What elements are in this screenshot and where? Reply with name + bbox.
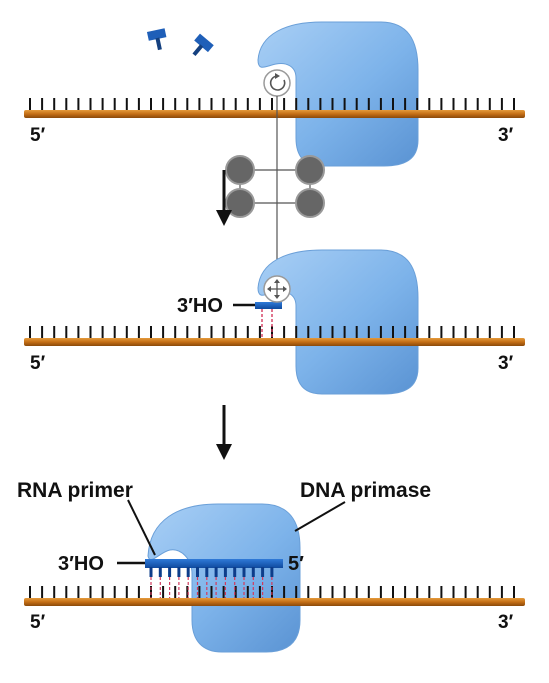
primer-base bbox=[196, 567, 199, 577]
strand-1-five-prime-label: 5′ bbox=[30, 125, 46, 146]
three-prime-ho-label-3: 3′HO bbox=[58, 553, 104, 575]
primer-base bbox=[149, 567, 153, 577]
primer-five-prime-label: 5′ bbox=[288, 553, 304, 575]
resize-handle-top-left[interactable] bbox=[225, 155, 255, 185]
free-nucleotide-1 bbox=[146, 28, 167, 51]
rna-primer-bases bbox=[149, 567, 274, 598]
arrow-2 bbox=[216, 405, 232, 460]
arrow-1 bbox=[216, 170, 232, 226]
three-prime-ho-label-2: 3′HO bbox=[177, 295, 223, 317]
primer-base bbox=[223, 567, 227, 577]
strand-3-three-prime-label: 3′ bbox=[498, 612, 514, 633]
dna-strand-1 bbox=[24, 110, 525, 118]
primer-base bbox=[214, 567, 218, 577]
primer-base bbox=[261, 567, 265, 577]
dna-primase-enzyme bbox=[147, 503, 301, 653]
dna-primase-enzyme bbox=[257, 21, 419, 167]
dna-primase-label: DNA primase bbox=[300, 479, 431, 502]
primer-base bbox=[205, 567, 209, 577]
panel-2: 5′ 3′ 3′HO bbox=[24, 249, 525, 395]
dna-primase-leader bbox=[294, 501, 346, 532]
primer-base bbox=[251, 567, 255, 577]
resize-handle-top-right[interactable] bbox=[295, 155, 325, 185]
primer-base bbox=[186, 567, 190, 577]
rna-primer-label: RNA primer bbox=[17, 479, 133, 502]
primer-base bbox=[158, 567, 162, 577]
bound-nucleotide bbox=[255, 302, 282, 309]
resize-handle-bottom-right[interactable] bbox=[295, 188, 325, 218]
strand-1-ticks bbox=[29, 98, 515, 111]
free-nucleotide-2 bbox=[192, 33, 214, 57]
strand-3-five-prime-label: 5′ bbox=[30, 612, 46, 633]
rotate-handle[interactable] bbox=[263, 69, 291, 97]
strand-3-ticks bbox=[29, 586, 515, 599]
strand-2-five-prime-label: 5′ bbox=[30, 353, 46, 374]
primer-base bbox=[168, 567, 172, 577]
dna-strand-2 bbox=[24, 338, 525, 346]
rna-primer-leader bbox=[127, 499, 156, 556]
primer-base bbox=[242, 567, 246, 577]
selection-frame bbox=[225, 96, 325, 278]
primer-base bbox=[177, 567, 181, 577]
panel-3: 5′ 3′ RNA primer DNA primase 3′HO 5′ bbox=[17, 479, 525, 653]
resize-handle-bottom-left[interactable] bbox=[225, 188, 255, 218]
dna-strand-3 bbox=[24, 598, 525, 606]
strand-2-ticks bbox=[29, 326, 515, 339]
primer-base bbox=[270, 567, 274, 577]
move-handle[interactable] bbox=[263, 275, 291, 303]
rotate-icon[interactable] bbox=[263, 69, 291, 97]
dna-primase-enzyme bbox=[257, 249, 419, 395]
rna-primer-strand bbox=[145, 559, 283, 568]
primer-base bbox=[233, 567, 237, 577]
strand-1-three-prime-label: 3′ bbox=[498, 125, 514, 146]
panel-1: 5′ 3′ bbox=[24, 21, 525, 167]
strand-2-three-prime-label: 3′ bbox=[498, 353, 514, 374]
